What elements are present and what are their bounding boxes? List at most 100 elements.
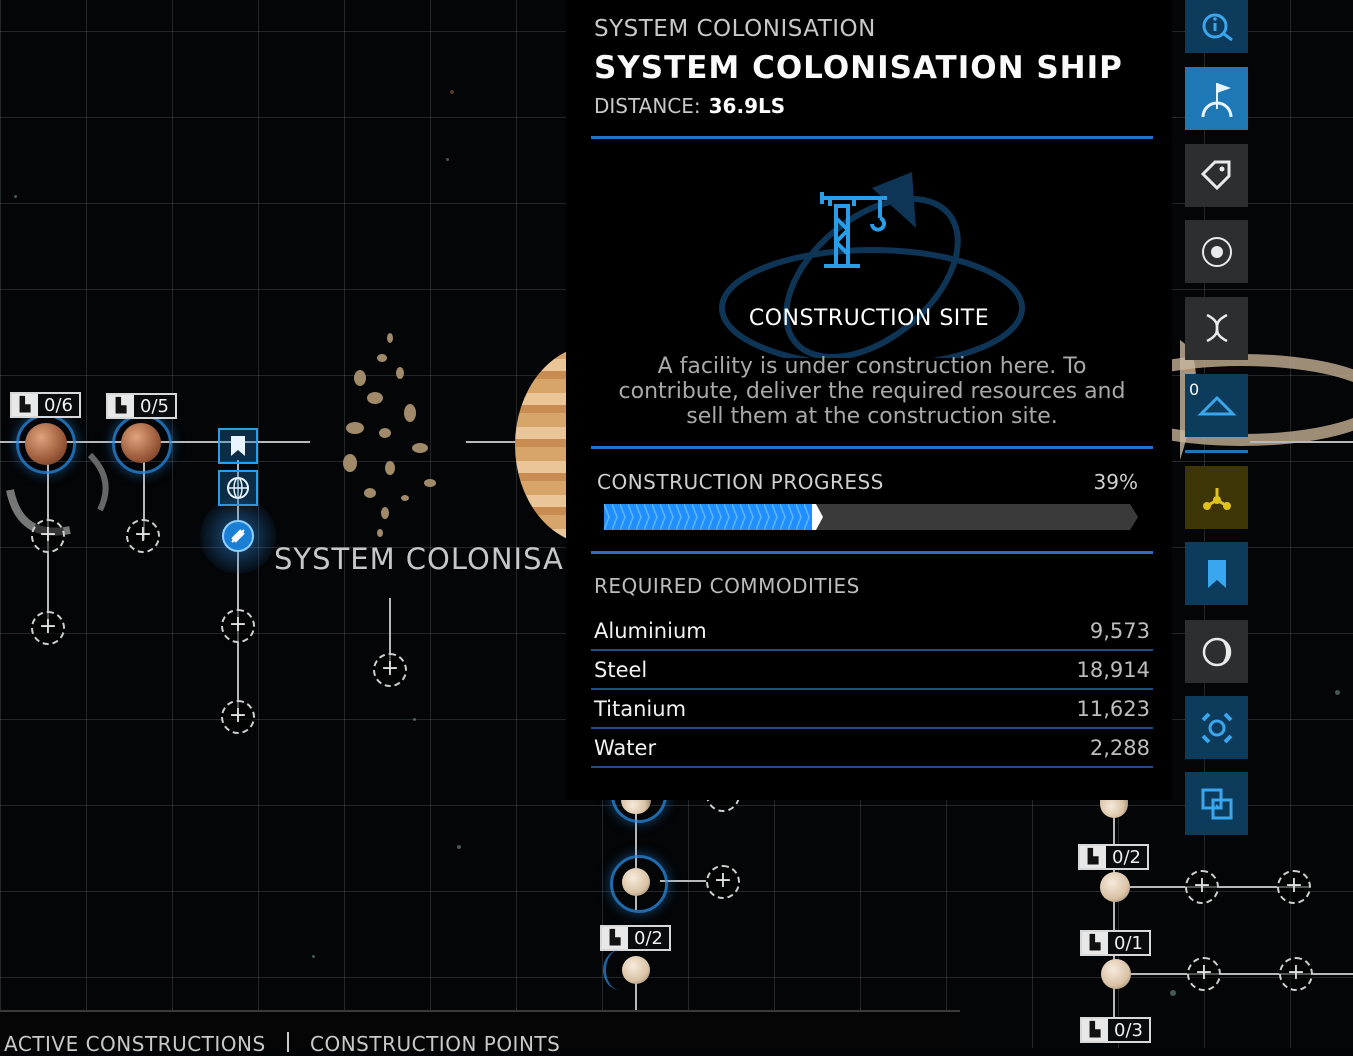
nav-eclipse-button[interactable] <box>1185 620 1248 683</box>
add-slot-button[interactable]: + <box>31 519 65 553</box>
planet[interactable] <box>621 800 651 814</box>
distance-label: DISTANCE: <box>594 94 701 118</box>
orbit-line <box>1130 886 1310 888</box>
active-constructions-tab[interactable]: ACTIVE CONSTRUCTIONS <box>4 1032 266 1056</box>
commodity-amount: 9,573 <box>1089 618 1150 643</box>
commodities-list: Aluminium 9,573 Steel 18,914 Titanium 11… <box>591 612 1153 768</box>
badge-count: 0/6 <box>44 394 73 416</box>
list-item[interactable]: Aluminium 9,573 <box>591 612 1153 651</box>
add-slot-button[interactable]: + <box>373 653 407 687</box>
construction-info-panel: SYSTEM COLONISATION SYSTEM COLONISATION … <box>566 0 1172 800</box>
orbit-line <box>1250 441 1353 443</box>
commodity-name: Steel <box>594 657 648 682</box>
globe-icon <box>227 477 249 499</box>
building-icon: ▙ <box>1082 932 1108 954</box>
progress-fill <box>604 504 819 530</box>
facility-badge[interactable]: ▙ 0/2 <box>1078 844 1149 870</box>
facility-badge[interactable]: ▙ 0/2 <box>600 925 671 951</box>
planet[interactable] <box>622 868 650 896</box>
orbit-line <box>1130 973 1353 975</box>
colonisation-map-label: SYSTEM COLONISA <box>274 542 564 576</box>
add-slot-button[interactable]: + <box>706 865 740 899</box>
orbit-target-icon <box>1201 236 1232 267</box>
list-item[interactable]: Water 2,288 <box>591 729 1153 768</box>
separator <box>287 1032 289 1052</box>
construction-points-tab[interactable]: CONSTRUCTION POINTS <box>310 1032 561 1056</box>
planet[interactable] <box>121 423 161 463</box>
orbit-line <box>237 460 239 720</box>
star <box>413 718 416 721</box>
facility-badge[interactable]: ▙ 0/5 <box>106 393 177 419</box>
distance-value: 36.9LS <box>708 94 786 118</box>
nav-orbit-button[interactable] <box>1185 220 1248 283</box>
commodity-name: Titanium <box>594 696 687 721</box>
add-slot-button[interactable]: + <box>126 519 160 553</box>
badge-count: 0/2 <box>1112 846 1141 868</box>
planet[interactable] <box>1101 959 1131 989</box>
route-nodes-icon <box>1202 487 1231 510</box>
construction-site-emblem <box>719 172 1025 358</box>
required-commodities-label: REQUIRED COMMODITIES <box>594 574 860 598</box>
orbit-line <box>635 982 637 1012</box>
add-slot-button[interactable]: + <box>31 611 65 645</box>
list-item[interactable]: Titanium 11,623 <box>591 690 1153 729</box>
building-icon: ▙ <box>602 927 628 949</box>
nav-focus-button[interactable] <box>1185 696 1248 759</box>
orbit-line <box>143 460 145 540</box>
add-slot-button[interactable]: + <box>1279 957 1313 991</box>
panel-kicker: SYSTEM COLONISATION <box>594 16 876 42</box>
add-slot-button[interactable]: + <box>221 609 255 643</box>
bottom-bar: ACTIVE CONSTRUCTIONS CONSTRUCTION POINTS <box>0 1010 960 1056</box>
facility-badge[interactable]: ▙ 0/1 <box>1080 930 1151 956</box>
badge-count: 0/2 <box>634 927 663 949</box>
progress-percent: 39% <box>1093 470 1138 494</box>
asteroid-belt[interactable] <box>330 318 450 548</box>
planet[interactable] <box>1100 872 1130 902</box>
nav-rings-button[interactable]: 0 <box>1185 374 1248 437</box>
star <box>457 845 461 849</box>
nav-biology-button[interactable] <box>1185 297 1248 360</box>
badge-count: 0/1 <box>1114 932 1143 954</box>
star <box>14 195 17 198</box>
commodity-amount: 18,914 <box>1076 657 1150 682</box>
ship-icon <box>231 529 245 543</box>
planet[interactable] <box>1100 800 1128 818</box>
orbit-line <box>660 880 706 882</box>
bookmark-icon <box>231 436 245 456</box>
nav-info-button[interactable] <box>1185 0 1248 53</box>
commodity-name: Water <box>594 735 657 760</box>
facility-badge[interactable]: ▙ 0/6 <box>10 392 81 418</box>
commodity-amount: 11,623 <box>1076 696 1150 721</box>
ring-icon <box>1196 395 1237 415</box>
list-item[interactable]: Steel 18,914 <box>591 651 1153 690</box>
planet-halo <box>603 950 636 990</box>
nav-route-button[interactable] <box>1185 466 1248 529</box>
progress-tip <box>812 504 823 530</box>
divider <box>591 446 1153 449</box>
star <box>1170 990 1176 996</box>
add-slot-button[interactable]: + <box>1187 957 1221 991</box>
dna-icon <box>1205 313 1228 342</box>
colonisation-flag-icon <box>1201 82 1232 117</box>
construction-progress-bar <box>604 504 1138 530</box>
add-slot-button[interactable]: + <box>1277 870 1311 904</box>
eclipse-icon <box>1202 637 1231 666</box>
facility-badge[interactable]: ▙ 0/3 <box>1080 1017 1151 1043</box>
site-description: A facility is under construction here. T… <box>618 354 1126 429</box>
badge-count: 0/5 <box>140 395 169 417</box>
bookmark-marker[interactable] <box>218 428 258 464</box>
nav-swap-view-button[interactable] <box>1185 772 1248 835</box>
add-slot-button[interactable]: + <box>1185 870 1219 904</box>
building-icon: ▙ <box>1082 1019 1108 1041</box>
add-slot-button[interactable]: + <box>221 700 255 734</box>
nav-trade-button[interactable] <box>1185 144 1248 207</box>
nav-bookmark-button[interactable] <box>1185 542 1248 605</box>
planet-halo <box>610 855 668 913</box>
badge-count: 0/3 <box>1114 1019 1143 1041</box>
colonisation-ship-node[interactable] <box>222 520 254 552</box>
planet[interactable] <box>25 423 67 465</box>
crane-icon <box>820 192 887 268</box>
bookmark-icon <box>1207 559 1226 588</box>
site-title: CONSTRUCTION SITE <box>748 306 990 331</box>
nav-colonisation-button[interactable] <box>1185 67 1248 130</box>
